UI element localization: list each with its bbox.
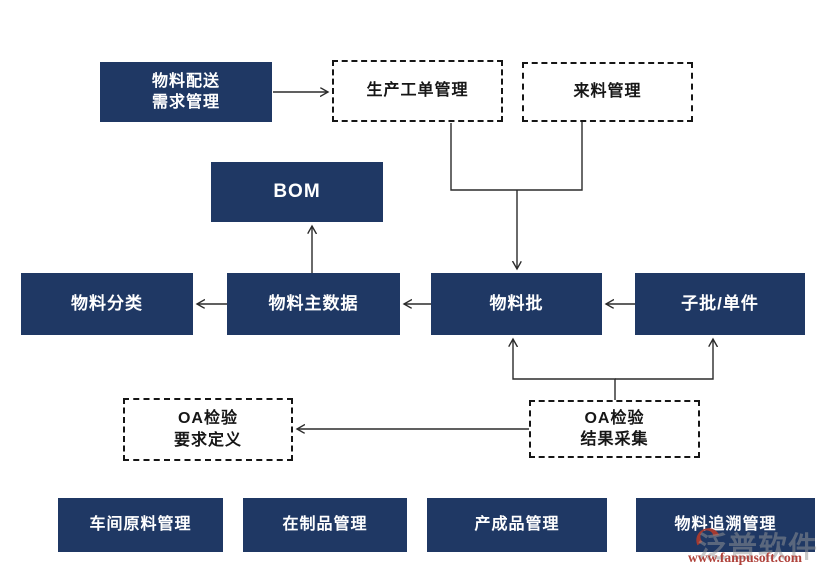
node-label-line: BOM	[273, 181, 321, 203]
node-label-line: 物料主数据	[268, 293, 359, 313]
node-wip-management: 在制品管理	[243, 498, 407, 552]
connector-qa-result-to-material-batch	[513, 339, 616, 400]
node-bom: BOM	[211, 162, 383, 222]
node-label-line: 生产工单管理	[366, 82, 469, 100]
node-label-line: 车间原料管理	[89, 516, 192, 534]
node-workshop-raw-material: 车间原料管理	[58, 498, 223, 552]
node-qa-inspection-result: OA检验结果采集	[529, 400, 700, 458]
node-label-line: OA检验	[584, 409, 645, 427]
node-label-line: 结果采集	[580, 431, 649, 448]
node-label-line: 要求定义	[173, 431, 242, 449]
node-qa-inspection-requirement: OA检验要求定义	[123, 398, 293, 461]
node-label-line: 需求管理	[151, 94, 220, 111]
node-material-traceability: 物料追溯管理	[636, 498, 815, 552]
node-label-line: 物料追溯管理	[674, 516, 777, 534]
node-incoming-material: 来料管理	[522, 62, 693, 122]
node-label-line: 产成品管理	[474, 516, 560, 534]
node-label-line: 物料配送	[151, 72, 220, 90]
node-material-distribution-demand: 物料配送需求管理	[100, 62, 272, 122]
node-label-line: OA检验	[177, 410, 238, 428]
node-production-work-order: 生产工单管理	[332, 60, 503, 122]
node-label-line: 物料批	[489, 293, 544, 313]
node-material-category: 物料分类	[21, 273, 193, 335]
connector-qa-result-to-sub-batch	[615, 339, 713, 380]
node-label-line: 来料管理	[573, 83, 642, 101]
node-label-line: 物料分类	[71, 293, 143, 313]
node-sub-batch-unit: 子批/单件	[635, 273, 805, 335]
node-material-master-data: 物料主数据	[227, 273, 400, 335]
node-label-line: 子批/单件	[681, 293, 759, 313]
node-label-line: 在制品管理	[282, 516, 368, 534]
node-finished-goods-management: 产成品管理	[427, 498, 607, 552]
node-material-batch: 物料批	[431, 273, 602, 335]
